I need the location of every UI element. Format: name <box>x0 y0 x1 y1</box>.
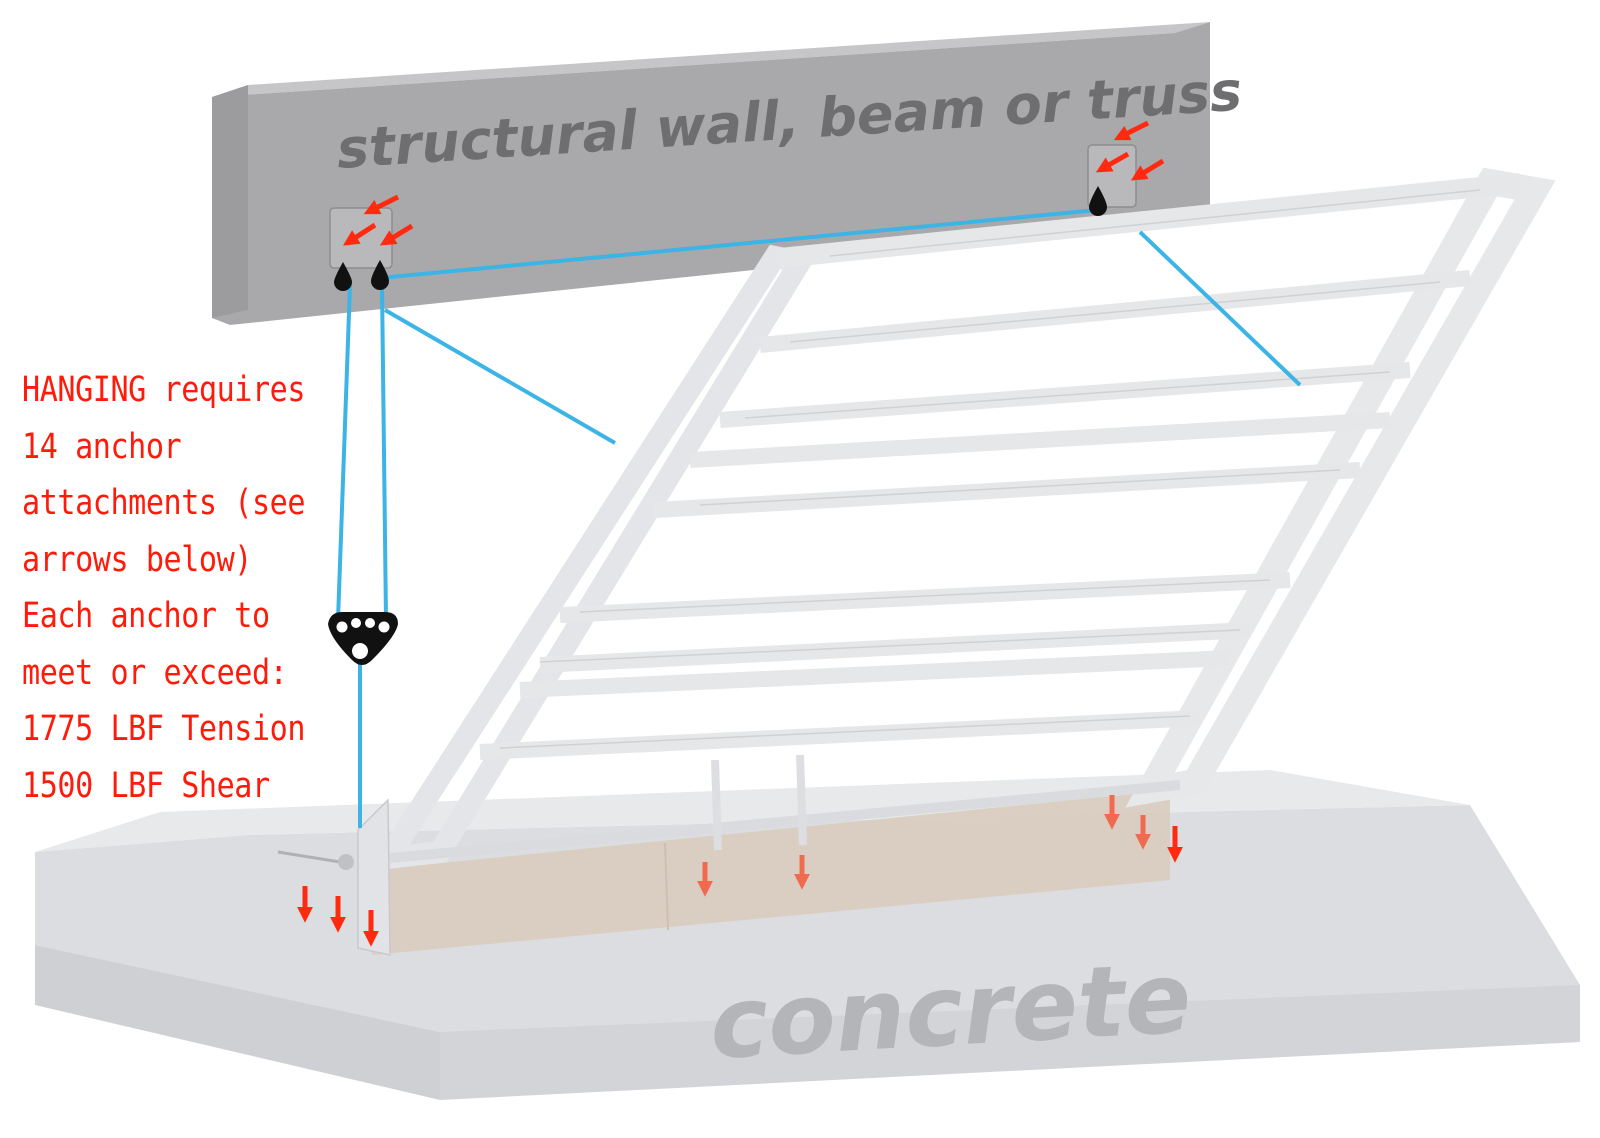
note-line: attachments (see <box>22 483 306 523</box>
triangle-pulley-icon <box>328 612 398 665</box>
arrow-icon <box>342 120 1165 246</box>
note-line: 1775 LBF Tension <box>22 709 306 749</box>
arrow-icon <box>696 795 1152 897</box>
base-plate-left <box>277 798 391 956</box>
teardrop-anchor-icon <box>371 260 389 290</box>
note-line: 14 anchor <box>22 426 182 467</box>
note-line: 1500 LBF Shear <box>22 765 270 806</box>
structural-wall: structural wall, beam or truss <box>212 22 1244 325</box>
ballast-box <box>372 790 1170 955</box>
anchor-requirements-note: HANGING requires 14 anchor attachments (… <box>22 362 306 814</box>
note-line: meet or exceed: <box>22 652 288 693</box>
rack-slots <box>499 189 1481 749</box>
teardrop-anchor-icon <box>1089 186 1107 216</box>
arrow-icon <box>296 826 1184 947</box>
note-line: Each anchor to <box>22 596 270 636</box>
rack-frame <box>366 167 1556 872</box>
note-line: HANGING requires <box>22 370 306 410</box>
teardrop-anchor-icon <box>334 262 352 291</box>
floor-label: concrete <box>707 941 1194 1082</box>
wall-bracket-left <box>329 207 393 269</box>
note-line: arrows below) <box>22 539 252 580</box>
cables <box>336 208 1302 828</box>
